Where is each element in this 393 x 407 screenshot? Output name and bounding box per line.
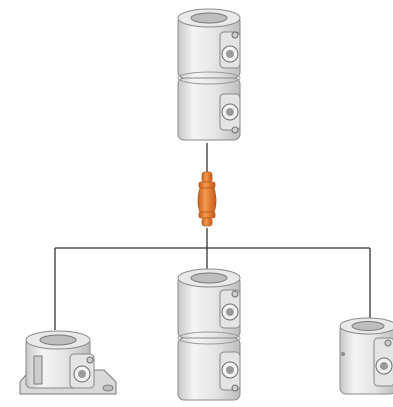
connector-lines bbox=[54, 143, 371, 330]
orange-coupling-insert-icon bbox=[197, 171, 217, 227]
double-clamp-connector-icon bbox=[177, 268, 241, 401]
single-clamp-connector-icon bbox=[339, 317, 393, 395]
double-clamp-connector-icon bbox=[177, 8, 241, 141]
clamp-with-base-plate-icon bbox=[19, 330, 117, 395]
